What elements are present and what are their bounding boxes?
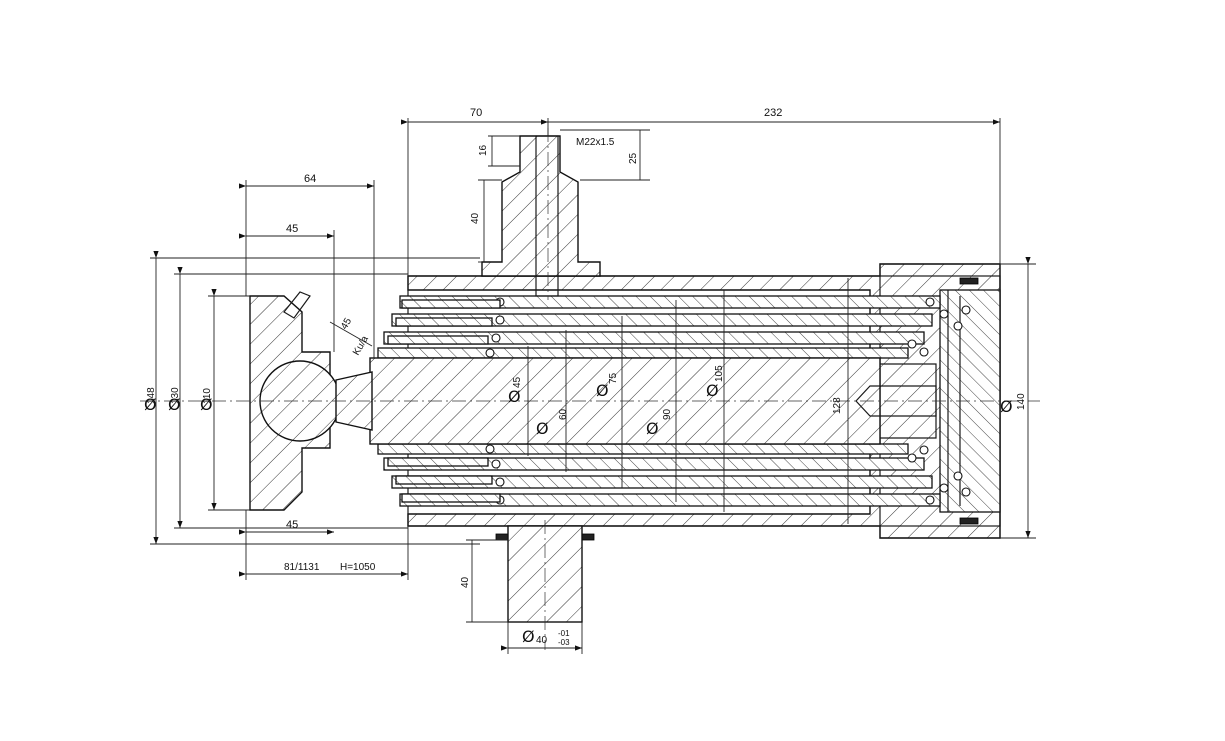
dim-internal-diameters: Ø 45 Ø 60 Ø 75 Ø 90 Ø 105 128: [508, 278, 849, 524]
tolerance-upper-label: -01: [558, 629, 570, 638]
dim-40-top: 40: [470, 179, 502, 263]
dim-232: 232: [548, 107, 1001, 264]
height-label: H=1050: [340, 562, 376, 573]
dim-40-pin-diameter: Ø: [522, 627, 535, 646]
telescopic-stage-1: [399, 295, 941, 507]
top-oil-port: [481, 128, 601, 300]
gland-assembly: [387, 299, 501, 503]
telescopic-stage-3: [383, 331, 925, 471]
dim-105-label: 105: [714, 365, 725, 382]
dim-60-diameter: Ø: [536, 419, 549, 438]
dim-45-top: 45: [238, 223, 335, 352]
dim-stroke-height: 81/1131 H=1050: [238, 526, 409, 580]
dim-232-label: 232: [764, 107, 782, 119]
dim-45-rod-label: 45: [512, 376, 523, 388]
dim-148-label: 148: [146, 387, 157, 404]
ball-mount: [249, 291, 373, 511]
dim-40-top-label: 40: [470, 212, 481, 224]
dim-105-diameter: Ø: [706, 381, 719, 400]
dim-64-label: 64: [304, 173, 316, 185]
bottom-trunnion-pin: [507, 520, 583, 650]
dim-40-bottom: 40: [460, 539, 508, 623]
telescopic-stage-2: [391, 313, 933, 489]
dim-40-pin: Ø 40 -01 -03: [500, 622, 583, 654]
dim-25-label: 25: [628, 152, 639, 164]
dim-16-label: 16: [478, 144, 489, 156]
dim-45-bottom-label: 45: [286, 519, 298, 531]
dim-148-diameter: Ø: [144, 395, 157, 414]
dim-70-label: 70: [470, 107, 482, 119]
dim-90-diameter: Ø: [646, 419, 659, 438]
dim-140-diameter: Ø: [1000, 397, 1013, 416]
dim-128-label: 128: [832, 397, 843, 414]
dim-port-thread: 16 25 M22x1.5: [478, 129, 650, 181]
dim-60-label: 60: [558, 408, 569, 420]
dim-45-rod-diameter: Ø: [508, 387, 521, 406]
dim-110: Ø 110: [200, 288, 250, 511]
dim-140-label: 140: [1016, 393, 1027, 410]
dim-110-diameter: Ø: [200, 395, 213, 414]
dim-ball-angle: 45 Ku/a: [329, 316, 373, 358]
dim-110-label: 110: [202, 388, 213, 404]
dim-75-label: 75: [608, 372, 619, 384]
dim-40-pin-label: 40: [536, 635, 548, 646]
dim-140: Ø 140: [1000, 256, 1036, 539]
dim-130-label: 130: [170, 387, 181, 404]
ball-radius-label: Ku/a: [351, 334, 371, 358]
dim-45-angle-label: 45: [339, 316, 354, 332]
dim-75-diameter: Ø: [596, 381, 609, 400]
dim-148: Ø 148: [144, 250, 480, 545]
tolerance-lower-label: -03: [558, 638, 570, 647]
thread-label: M22x1.5: [576, 137, 615, 148]
stroke-label: 81/1131: [284, 562, 320, 573]
dim-130: Ø 130: [168, 266, 408, 529]
dim-40-bottom-label: 40: [460, 576, 471, 588]
dim-130-diameter: Ø: [168, 395, 181, 414]
dim-45-top-label: 45: [286, 223, 298, 235]
dim-90-label: 90: [662, 408, 673, 420]
dim-70: 70: [400, 107, 549, 276]
